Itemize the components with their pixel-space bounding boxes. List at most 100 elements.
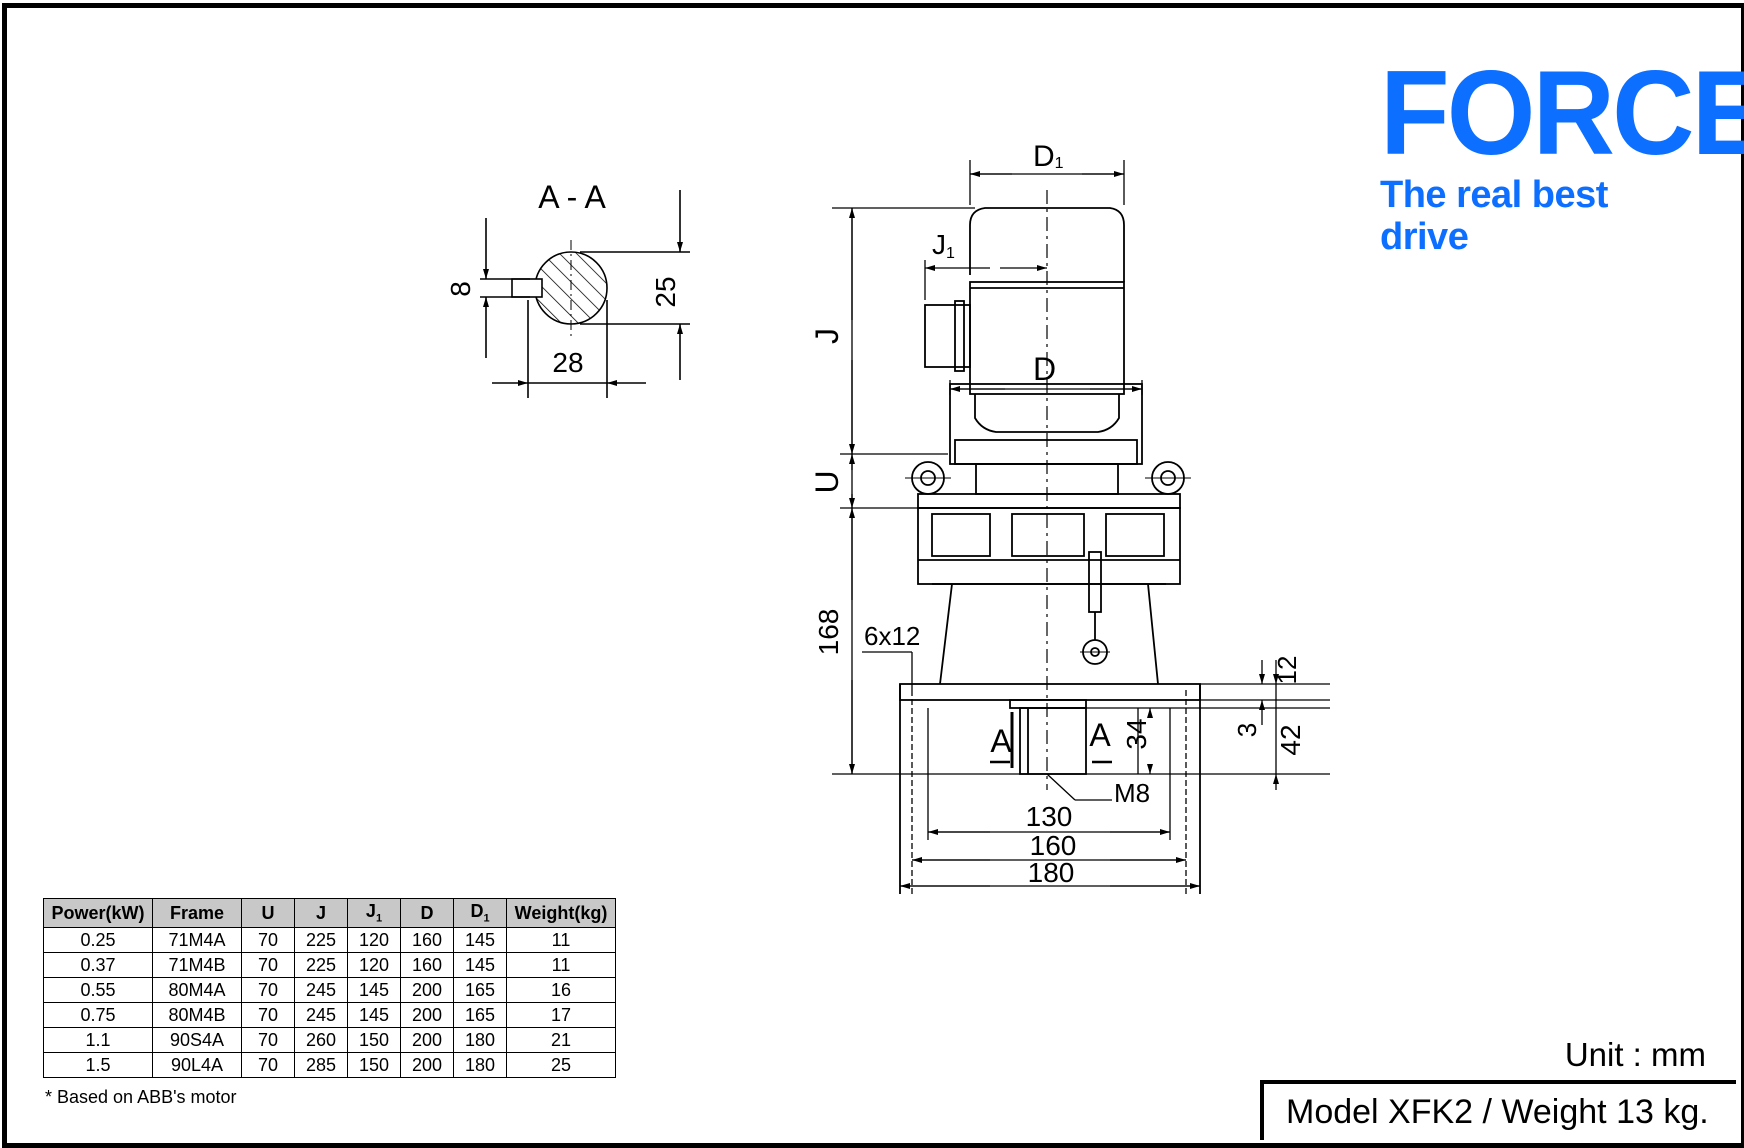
output-shaft <box>1019 707 1087 775</box>
table-cell: 71M4A <box>152 927 242 953</box>
table-cell: 245 <box>294 1002 348 1028</box>
col-d1: D1 <box>453 898 507 928</box>
table-cell: 160 <box>400 952 454 978</box>
table-cell: 145 <box>453 952 507 978</box>
dim-holes-label: 6x12 <box>864 621 920 651</box>
brand-name: FORCE <box>1380 46 1744 180</box>
table-cell: 150 <box>347 1027 401 1053</box>
dim-m8-label: M8 <box>1114 778 1150 808</box>
table-cell: 0.75 <box>43 1002 153 1028</box>
section-a-a <box>480 190 690 398</box>
table-cell: 200 <box>400 1027 454 1053</box>
section-mark-right: A <box>1089 717 1111 753</box>
dim-130-label: 130 <box>1026 801 1073 832</box>
table-cell: 200 <box>400 1002 454 1028</box>
table-cell: 285 <box>294 1052 348 1078</box>
table-cell: 225 <box>294 952 348 978</box>
table-cell: 11 <box>506 927 616 953</box>
table-cell: 150 <box>347 1052 401 1078</box>
dim-key-8: 8 <box>445 281 476 297</box>
fan-cover <box>969 207 1125 282</box>
table-cell: 1.5 <box>43 1052 153 1078</box>
table-cell: 165 <box>453 977 507 1003</box>
table-cell: 145 <box>347 977 401 1003</box>
dim-j-label: J <box>809 328 845 344</box>
table-cell: 80M4A <box>152 977 242 1003</box>
table-cell: 0.55 <box>43 977 153 1003</box>
keyway <box>511 278 543 298</box>
brand-logo: FORCE The real best drive <box>1380 46 1744 258</box>
terminal-box <box>924 304 971 368</box>
section-title: A - A <box>538 179 606 215</box>
dim-shaft-25: 25 <box>650 276 681 307</box>
gearmotor-elevation <box>899 190 1201 894</box>
table-cell: 245 <box>294 977 348 1003</box>
spec-table-header: Power(kW) Frame U J J1 D D1 Weight(kg) <box>43 898 616 928</box>
table-cell: 70 <box>241 927 295 953</box>
dimension-lines <box>832 160 1330 894</box>
dim-d-label: D <box>1033 351 1056 387</box>
dim-160-label: 160 <box>1030 830 1077 861</box>
table-cell: 260 <box>294 1027 348 1053</box>
footnote: * Based on ABB's motor <box>45 1087 237 1107</box>
dim-34-label: 34 <box>1121 718 1152 749</box>
table-cell: 1.1 <box>43 1027 153 1053</box>
dim-3-label: 3 <box>1232 723 1262 737</box>
gearbox-housing <box>917 507 1181 585</box>
dim-42-label: 42 <box>1275 724 1306 755</box>
table-cell: 17 <box>506 1002 616 1028</box>
table-cell: 200 <box>400 1052 454 1078</box>
table-cell: 145 <box>453 927 507 953</box>
lower-housing <box>939 583 1159 685</box>
table-cell: 70 <box>241 977 295 1003</box>
model-title: Model XFK2 / Weight 13 kg. <box>1260 1080 1736 1140</box>
table-cell: 90L4A <box>152 1052 242 1078</box>
table-cell: 120 <box>347 927 401 953</box>
table-cell: 16 <box>506 977 616 1003</box>
brand-tagline: The real best drive <box>1380 174 1608 258</box>
table-cell: 90S4A <box>152 1027 242 1053</box>
table-cell: 25 <box>506 1052 616 1078</box>
table-cell: 160 <box>400 927 454 953</box>
col-weight: Weight(kg) <box>506 898 616 928</box>
table-cell: 11 <box>506 952 616 978</box>
table-cell: 145 <box>347 1002 401 1028</box>
dim-width-28: 28 <box>552 347 583 378</box>
col-power: Power(kW) <box>43 898 153 928</box>
table-cell: 180 <box>453 1052 507 1078</box>
table-cell: 0.37 <box>43 952 153 978</box>
table-cell: 80M4B <box>152 1002 242 1028</box>
table-cell: 70 <box>241 952 295 978</box>
dim-168-label: 168 <box>813 609 844 656</box>
col-j: J <box>294 898 348 928</box>
dim-u-label: U <box>809 470 845 493</box>
section-mark-left: A <box>990 723 1012 759</box>
dim-180-label: 180 <box>1028 857 1075 888</box>
dim-12-label: 12 <box>1272 656 1302 685</box>
col-j1: J1 <box>347 898 401 928</box>
dim-d1-label: D1 <box>1033 140 1064 173</box>
mounting-flange <box>899 683 1201 701</box>
table-cell: 225 <box>294 927 348 953</box>
table-cell: 70 <box>241 1027 295 1053</box>
table-cell: 70 <box>241 1002 295 1028</box>
table-cell: 70 <box>241 1052 295 1078</box>
col-frame: Frame <box>152 898 242 928</box>
col-d: D <box>400 898 454 928</box>
spec-table: Power(kW) Frame U J J1 D D1 Weight(kg) 0… <box>43 898 616 1078</box>
table-cell: 0.25 <box>43 927 153 953</box>
col-u: U <box>241 898 295 928</box>
table-cell: 165 <box>453 1002 507 1028</box>
table-cell: 120 <box>347 952 401 978</box>
dim-j1-label: J1 <box>932 229 955 262</box>
table-cell: 71M4B <box>152 952 242 978</box>
table-cell: 180 <box>453 1027 507 1053</box>
